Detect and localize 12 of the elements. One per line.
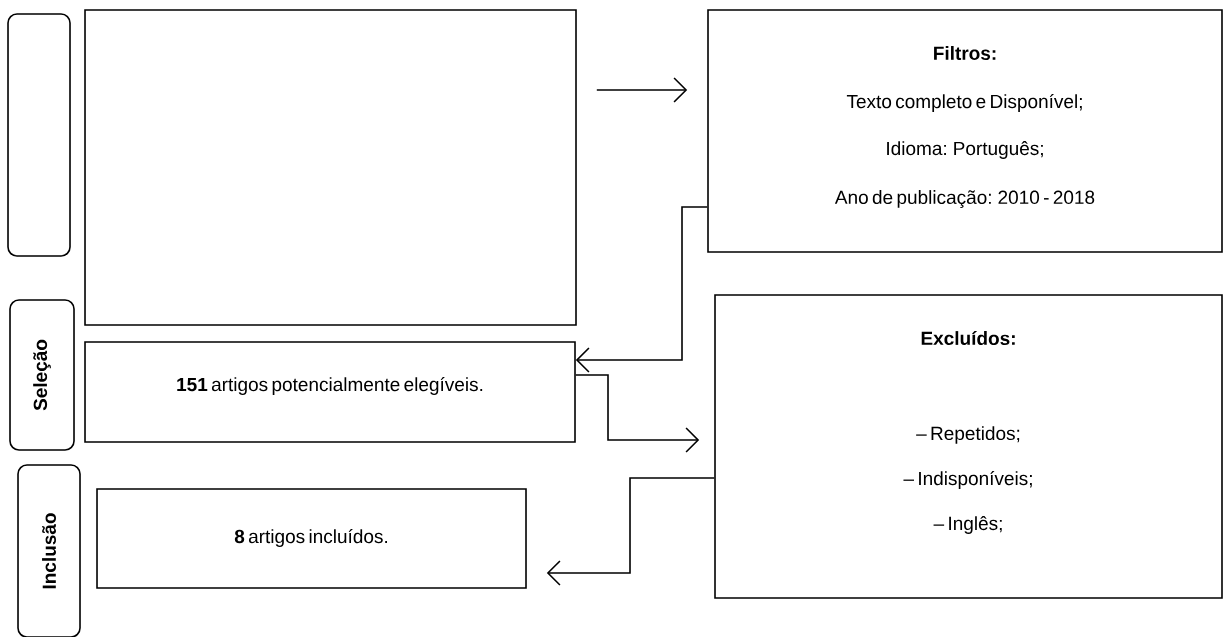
process-box [84, 9, 577, 326]
arrow [546, 477, 715, 586]
stage-tag: Inclusão [17, 464, 81, 637]
stage-tag [7, 13, 71, 257]
process-box: 8 artigos incluídos. [96, 488, 527, 589]
stage-tag: Seleção [9, 299, 75, 451]
arrow [575, 206, 708, 373]
arrow [575, 374, 700, 453]
process-box: 151 artigos potencialmente elegíveis. [84, 341, 576, 443]
filter-box: Filtros: Texto completo e Disponível; Idioma: Português; Ano de publicação: 2010 - 2018 [707, 9, 1223, 253]
exclusion-box: Excluídos: – Repetidos; – Indisponíveis; – Inglês; [714, 294, 1223, 599]
arrow [596, 77, 688, 103]
